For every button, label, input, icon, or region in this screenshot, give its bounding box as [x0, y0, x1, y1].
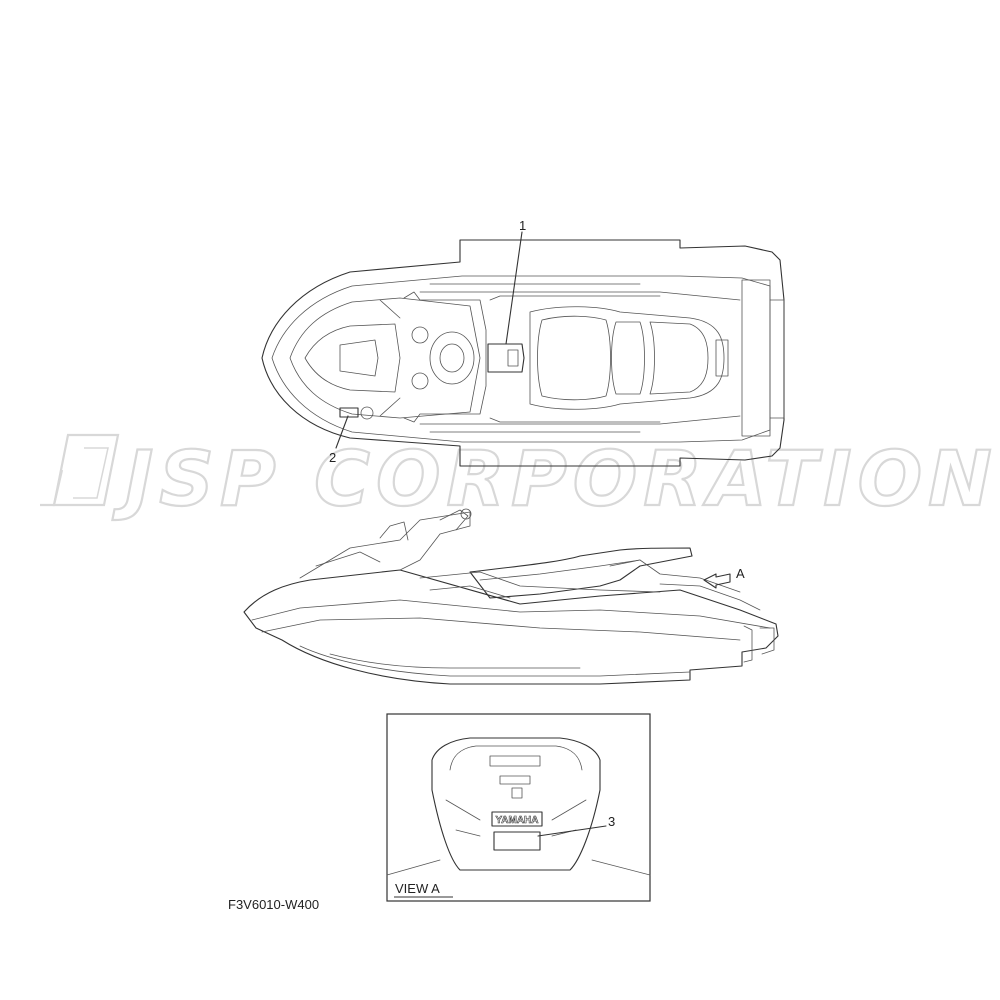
- leader-line-3: [537, 825, 607, 837]
- view-a-arrow: [703, 573, 731, 589]
- top-view-watercraft: 1 2: [261, 218, 785, 467]
- side-view-watercraft: A: [243, 508, 779, 685]
- part-code: F3V6010-W400: [228, 897, 319, 912]
- callout-1: 1: [519, 218, 526, 233]
- view-a-inset: YAMAHA 3 VIEW A: [386, 713, 651, 902]
- watermark-logo-mark: [40, 433, 120, 507]
- view-a-frame: [386, 713, 651, 902]
- leader-line-2: [335, 415, 349, 449]
- side-view-hull-outline: [243, 569, 779, 685]
- yamaha-logo-plate: [491, 811, 543, 827]
- view-a-label: VIEW A: [395, 881, 440, 896]
- label-3-position: [493, 831, 541, 851]
- view-a-callout: A: [736, 566, 745, 581]
- label-2-position: [339, 407, 359, 418]
- yamaha-logo-text: YAMAHA: [496, 815, 539, 826]
- watermark: JSP CORPORATION: [40, 433, 998, 524]
- watermark-text: JSP CORPORATION: [112, 434, 998, 523]
- label-1-position: [487, 343, 525, 373]
- callout-3: 3: [608, 814, 615, 829]
- callout-2: 2: [329, 450, 336, 465]
- leader-line-1: [505, 231, 523, 345]
